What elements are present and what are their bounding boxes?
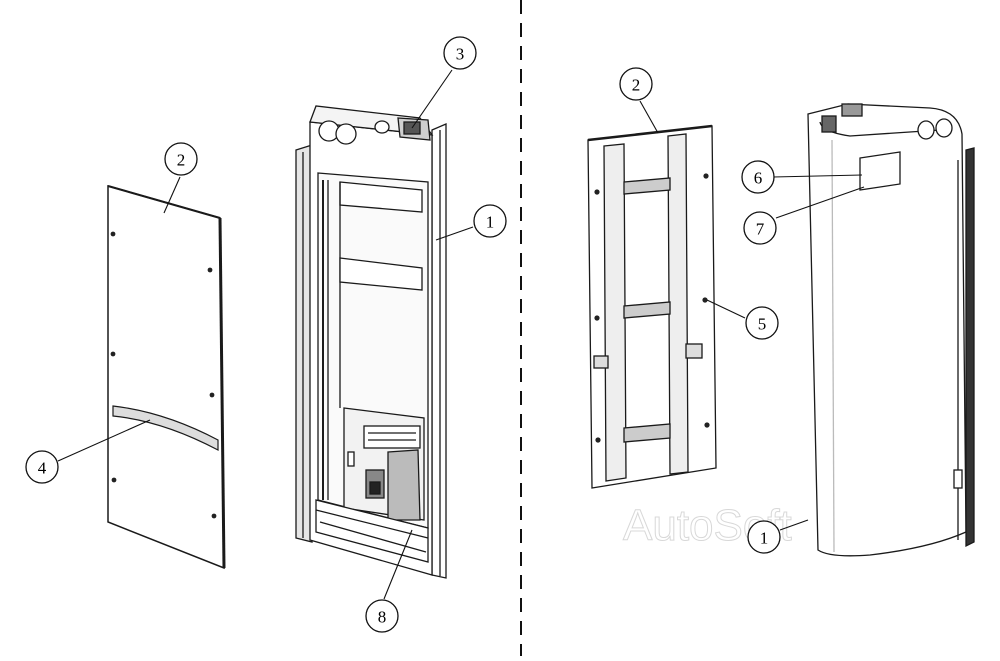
cabinet-rear-view [807, 103, 975, 557]
callout-7: 7 [743, 211, 777, 245]
callout-4: 4 [25, 450, 59, 484]
fan-assembly [397, 117, 431, 141]
callout-7-label: 7 [756, 220, 765, 239]
callout-3: 3 [443, 36, 477, 70]
callout-5: 5 [745, 306, 779, 340]
callout-8: 8 [365, 599, 399, 633]
cabinet-open-view [295, 105, 447, 579]
callout-1-left: 1 [473, 204, 507, 238]
callout-1-right: 1 [747, 520, 781, 554]
label-plate [859, 151, 901, 191]
frame-screws [594, 173, 710, 443]
callout-1-right-label: 1 [760, 529, 769, 548]
leader-lines [57, 69, 865, 600]
callout-4-label: 4 [38, 459, 47, 478]
rear-frame-panel [587, 124, 717, 489]
callout-3-label: 3 [456, 45, 465, 64]
panel-handle [112, 405, 219, 451]
callout-2-left-label: 2 [177, 151, 186, 170]
callout-6-label: 6 [754, 169, 763, 188]
callout-6: 6 [741, 160, 775, 194]
callout-2-left: 2 [164, 142, 198, 176]
callout-2-right-label: 2 [632, 76, 641, 95]
callout-5-label: 5 [758, 315, 767, 334]
callout-2-right: 2 [619, 67, 653, 101]
callout-8-label: 8 [378, 608, 387, 627]
callout-1-left-label: 1 [486, 213, 495, 232]
front-cover-panel [107, 185, 226, 570]
panel-screws [110, 231, 217, 519]
